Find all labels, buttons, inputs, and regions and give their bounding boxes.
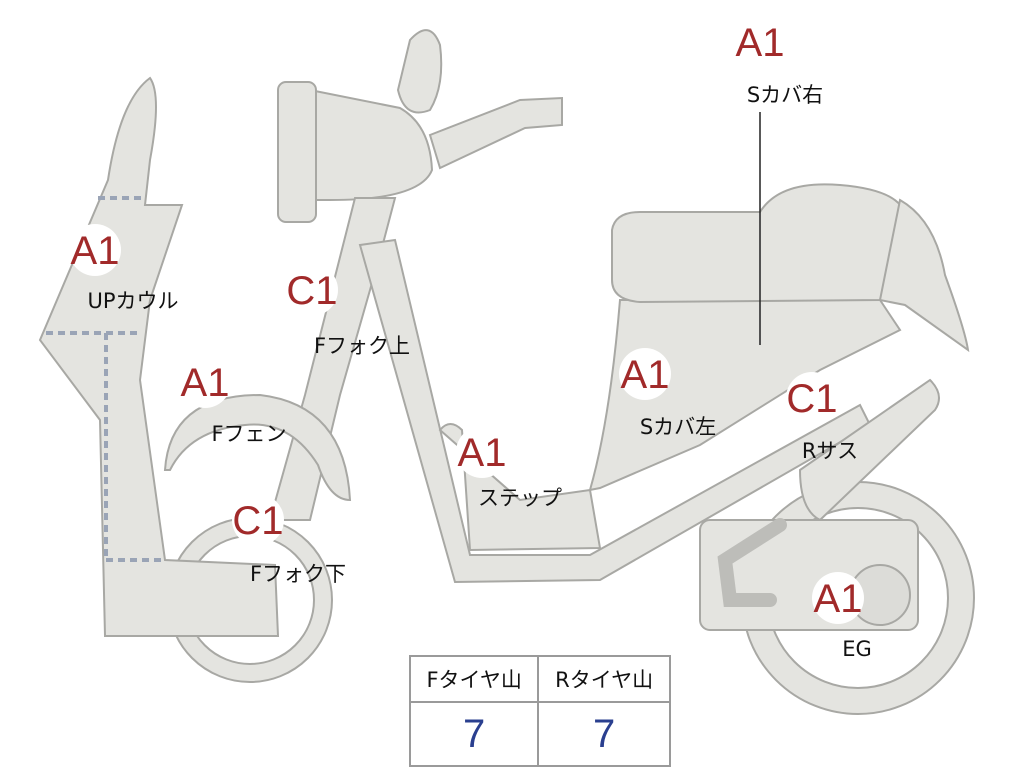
front-cowl-shape xyxy=(38,76,280,637)
label-s-cover-right: A1 Sカバ右 xyxy=(734,16,823,107)
grade-badge xyxy=(734,16,786,68)
grade-badge xyxy=(179,356,231,408)
grade-text: C1 xyxy=(232,499,283,543)
grade-text: A1 xyxy=(814,577,863,621)
step-shape xyxy=(438,423,602,552)
seat-shape xyxy=(611,183,907,304)
rear-shock-shape xyxy=(798,378,940,522)
frame-tube xyxy=(358,238,872,584)
label-step: A1 ステップ xyxy=(456,426,562,510)
part-text: ステップ xyxy=(478,486,562,510)
grade-badge xyxy=(69,224,121,276)
label-s-cover-left: A1 Sカバ左 xyxy=(619,348,716,439)
grade-text: A1 xyxy=(71,229,120,273)
grade-badge xyxy=(456,426,508,478)
grade-text: A1 xyxy=(181,361,230,405)
grade-text: A1 xyxy=(736,21,785,65)
grade-badge xyxy=(286,264,338,316)
front-lamp xyxy=(277,81,317,223)
label-r-suspension: C1 Rサス xyxy=(786,372,858,463)
rear-tire-value: 7 xyxy=(537,701,671,767)
part-text: Fフォク下 xyxy=(250,562,346,586)
part-text: Fフォク上 xyxy=(314,334,410,358)
grade-text: A1 xyxy=(621,353,670,397)
part-text: EG xyxy=(842,637,872,661)
label-f-fork-lower: C1 Fフォク下 xyxy=(232,494,346,586)
grade-badge xyxy=(786,372,838,424)
grip-shape xyxy=(428,96,563,170)
tire-tread-table: Fタイヤ山 Rタイヤ山 7 7 xyxy=(408,655,671,767)
side-cover-shape xyxy=(588,299,902,492)
grade-text: A1 xyxy=(458,431,507,475)
handlebar-shape xyxy=(299,86,434,201)
label-up-cowl: A1 UPカウル xyxy=(69,224,179,313)
grade-text: C1 xyxy=(786,377,837,421)
grade-text: C1 xyxy=(286,269,337,313)
label-engine: A1 EG xyxy=(812,572,872,661)
rear-tire-header: Rタイヤ山 xyxy=(537,655,671,703)
label-f-fender: A1 Fフェン xyxy=(179,356,287,446)
part-text: UPカウル xyxy=(87,289,178,313)
grade-badge xyxy=(232,494,284,546)
part-text: Sカバ左 xyxy=(640,415,716,439)
part-text: Sカバ右 xyxy=(747,83,823,107)
headlight-shape xyxy=(396,29,443,114)
front-tire-value: 7 xyxy=(408,701,540,767)
rear-cowl-shape xyxy=(878,198,970,353)
label-f-fork-upper: C1 Fフォク上 xyxy=(286,264,410,358)
front-tire-header: Fタイヤ山 xyxy=(408,655,540,703)
grade-badge xyxy=(812,572,864,624)
grade-badge xyxy=(619,348,671,400)
exhaust-shape xyxy=(717,518,787,607)
part-text: Rサス xyxy=(802,439,858,463)
part-text: Fフェン xyxy=(211,422,286,446)
